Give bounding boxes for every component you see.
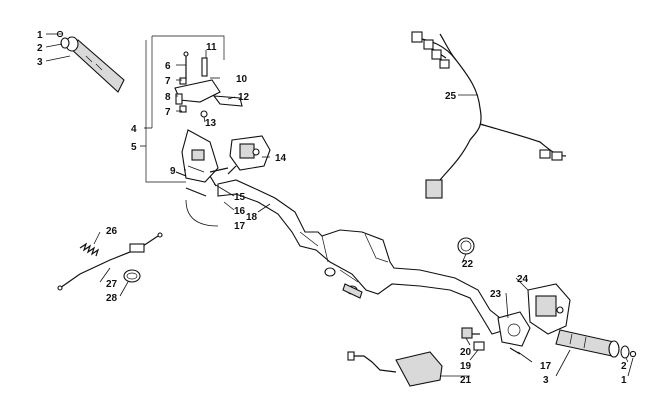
callout-left-grip: 3	[37, 57, 43, 68]
callout-bushing-sleeve: 8	[165, 92, 171, 103]
wiring-harness	[411, 31, 567, 199]
switch-plug	[473, 341, 485, 351]
callout-right-end-screw: 1	[621, 375, 627, 386]
handlebar	[217, 179, 506, 335]
right-housing-cover	[497, 311, 531, 347]
callout-handlebar: 18	[246, 212, 258, 223]
callout-labels: 1 2 3 4 5 6 7 8 7 9 10 11 12 13 14 15 16…	[37, 30, 627, 386]
callout-harness: 25	[445, 91, 457, 102]
callout-pivot-pin: 6	[165, 61, 171, 72]
callout-lever-tab: 12	[238, 92, 250, 103]
left-grip	[65, 36, 125, 93]
bushing-sleeve	[175, 93, 183, 105]
callout-right-washer: 2	[621, 361, 627, 372]
set-screw	[175, 171, 187, 177]
right-housing-screw	[509, 347, 521, 355]
left-end-washer	[60, 37, 70, 49]
throttle-housing	[181, 129, 219, 183]
nut	[200, 110, 208, 118]
callout-right-grip: 3	[543, 375, 549, 386]
right-switch-housing	[527, 283, 571, 335]
callout-bushing-b: 7	[165, 107, 171, 118]
right-end-washer	[620, 345, 630, 359]
callout-cable-clip: 28	[106, 293, 118, 304]
right-end-screw	[629, 350, 637, 358]
callout-bracket-4: 4	[131, 124, 137, 135]
callout-left-screw: 1	[37, 30, 43, 41]
switch-connector	[461, 327, 480, 339]
callout-spring: 11	[206, 42, 217, 53]
callout-screw-17: 17	[234, 221, 246, 232]
right-grip	[555, 329, 620, 358]
callout-left-washer: 2	[37, 43, 43, 54]
left-end-screw	[56, 30, 64, 38]
callout-set-screw: 9	[170, 166, 176, 177]
pivot-pin	[183, 51, 189, 80]
callout-bushing-a: 7	[165, 76, 171, 87]
callout-right-cover: 23	[490, 289, 502, 300]
callout-screw-16: 16	[234, 206, 246, 217]
callout-nut: 13	[205, 118, 217, 129]
callout-cable: 27	[106, 279, 118, 290]
callout-cable-spring: 26	[106, 226, 118, 237]
spring	[201, 57, 208, 77]
housing-screw-c	[185, 187, 207, 197]
callout-right-screw-17: 17	[540, 361, 552, 372]
throttle-cable	[57, 232, 163, 291]
right-clamp-ring	[457, 237, 475, 255]
leader-lines	[45, 33, 634, 377]
bracket-frame	[145, 35, 225, 183]
callout-switch-harness: 21	[460, 375, 472, 386]
callout-screw-15: 15	[234, 192, 246, 203]
housing-screw-a	[209, 167, 229, 173]
callout-bracket-5: 5	[131, 142, 137, 153]
bushing-b	[179, 105, 187, 113]
throttle-lever	[174, 79, 243, 107]
bushing-a	[179, 77, 187, 85]
callout-right-switch: 24	[517, 274, 529, 285]
switch-harness	[347, 351, 443, 387]
callout-left-switch: 14	[275, 153, 287, 164]
cable-clip	[123, 269, 141, 283]
callout-clamp-ring: 22	[462, 259, 474, 270]
callout-connector: 20	[460, 347, 472, 358]
left-switch-housing	[227, 135, 271, 175]
callout-throttle-lever: 10	[236, 74, 248, 85]
cable-spring	[79, 242, 100, 257]
callout-plug: 19	[460, 361, 472, 372]
